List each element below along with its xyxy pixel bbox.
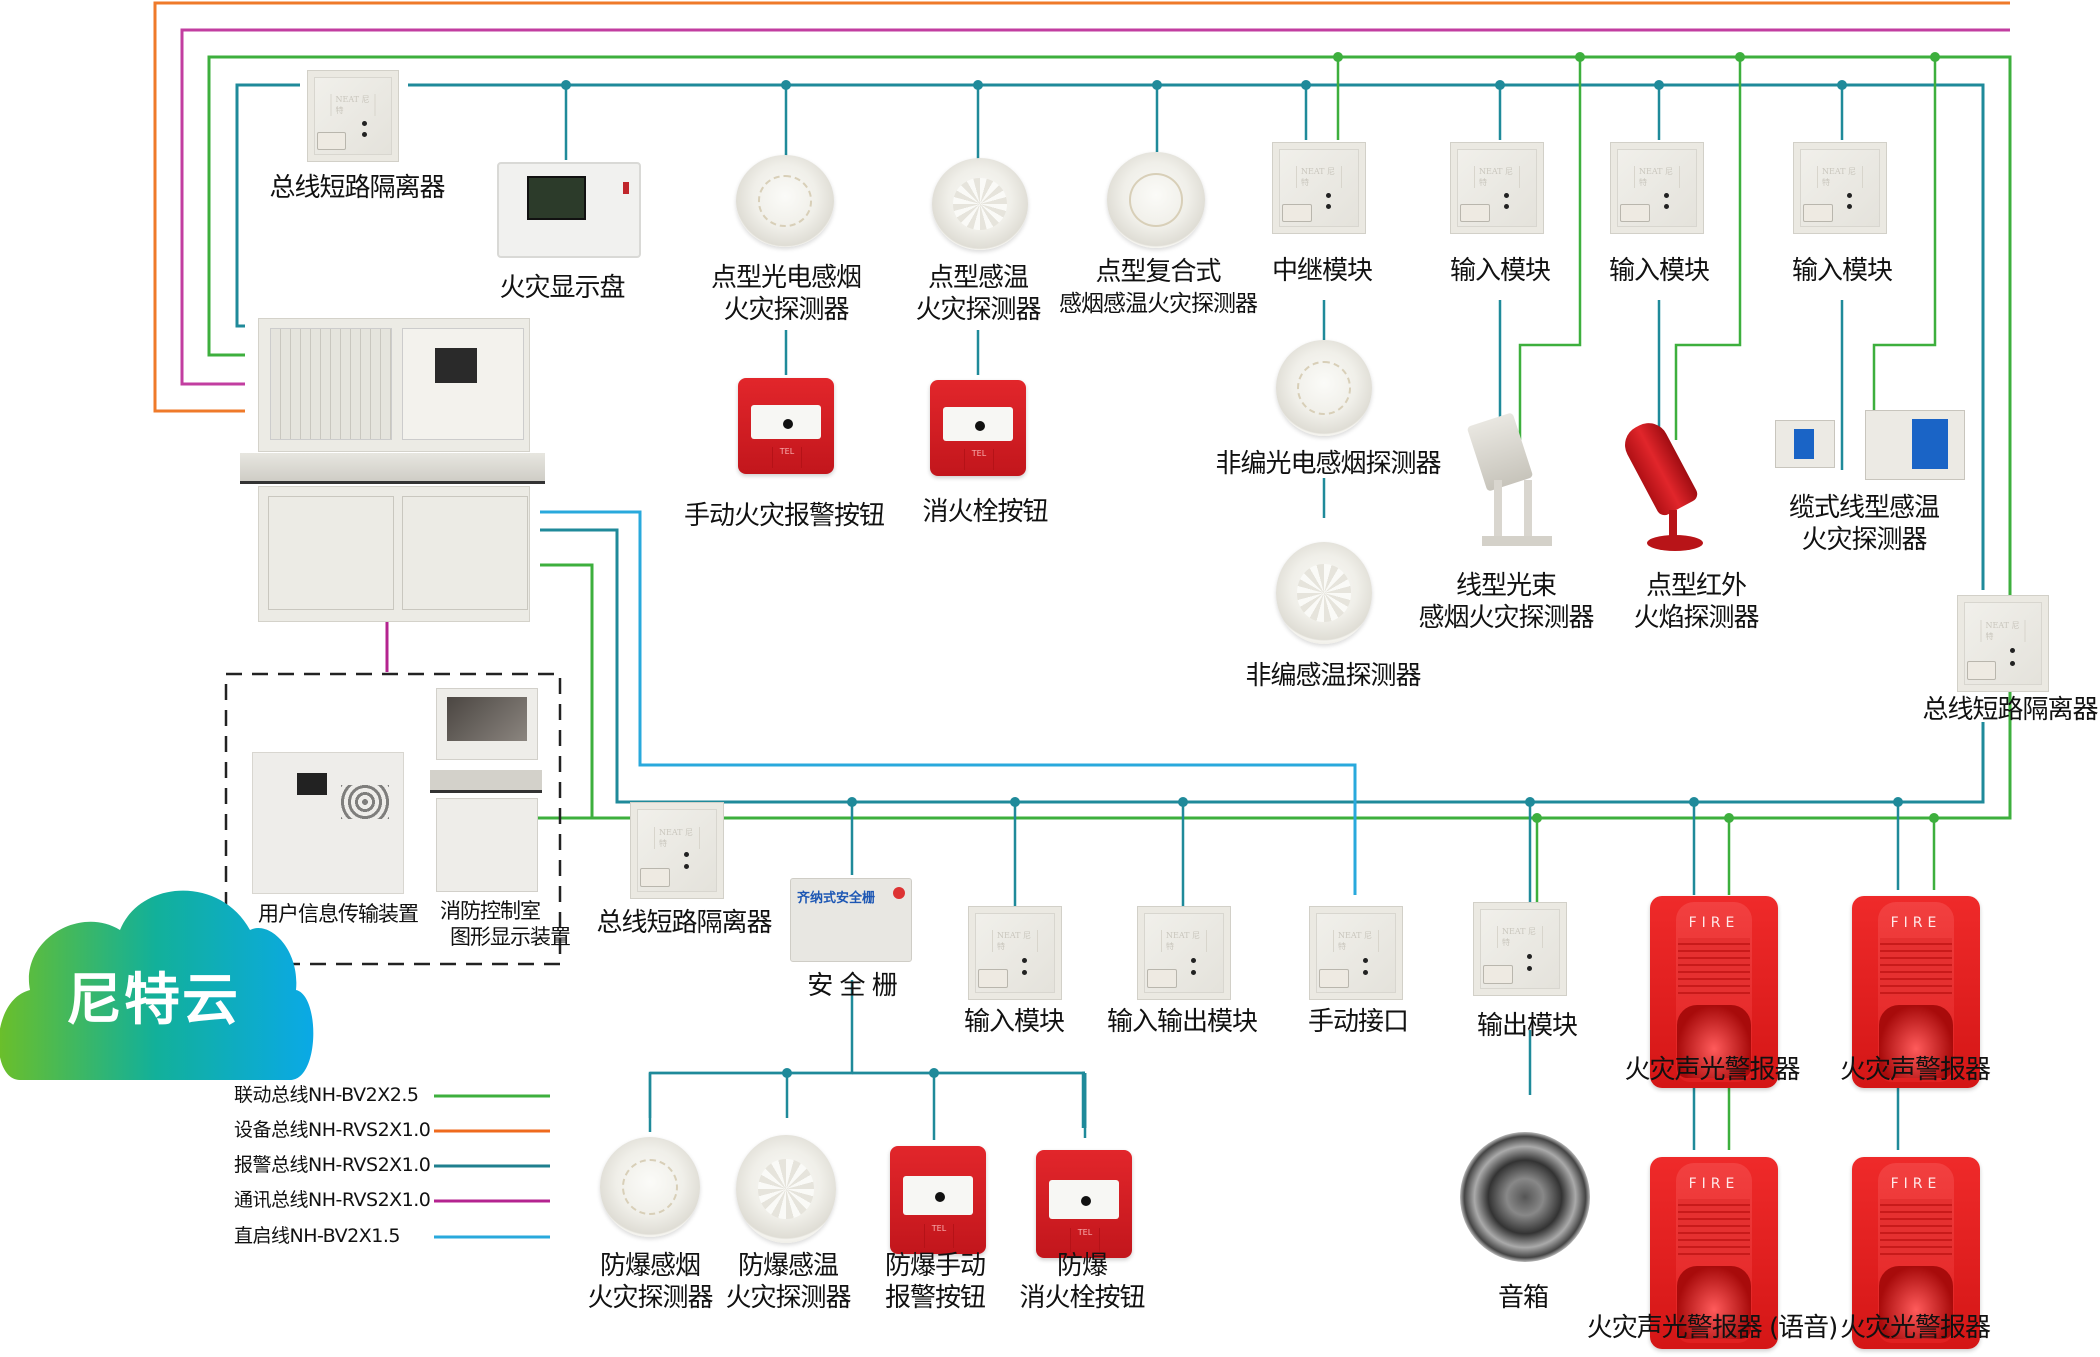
manual-interface: NEAT 尼特	[1309, 906, 1403, 1000]
isolator-right: NEAT 尼特	[1957, 595, 2049, 692]
cable-heat-detector	[1775, 410, 1965, 482]
light-alarm: FIRE	[1852, 1157, 1980, 1349]
input-module-1-label: 输入模块	[1449, 256, 1551, 286]
input-module-2: NEAT 尼特	[1610, 142, 1704, 234]
isolator-right-label: 总线短路隔离器	[1922, 695, 2098, 725]
composite-detector	[1107, 152, 1205, 248]
input-module-4: NEAT 尼特	[968, 906, 1062, 1000]
input-module-1: NEAT 尼特	[1450, 142, 1544, 234]
legend-alarm-bus: 报警总线NH-RVS2X1.0	[234, 1154, 431, 1176]
manual-alarm-button-label: 手动火灾报警按钮	[683, 501, 885, 531]
cloud-shape	[0, 890, 314, 1080]
monitoring-center-box	[224, 672, 562, 966]
input-module-3-label: 输入模块	[1791, 256, 1893, 286]
output-module-label: 输出模块	[1476, 1011, 1578, 1041]
beam-detector	[1466, 412, 1562, 554]
hydrant-button: TEL	[930, 380, 1026, 476]
legend-direct-line: 直启线NH-BV2X1.5	[234, 1225, 400, 1247]
heat-detector-label: 点型感温火灾探测器	[915, 263, 1041, 325]
input-module-2-label: 输入模块	[1608, 256, 1710, 286]
legend-linkage-bus: 联动总线NH-BV2X2.5	[234, 1084, 419, 1106]
noncoded-heat-detector	[1276, 542, 1372, 644]
flame-detector-label: 点型红外火焰探测器	[1633, 571, 1759, 633]
user-info-device-label: 用户信息传输装置	[258, 902, 419, 926]
exproof-manual-label: 防爆手动报警按钮	[884, 1251, 986, 1313]
fire-display-label: 火灾显示盘	[499, 273, 625, 303]
direct-line	[540, 510, 1357, 895]
isolator-bottom: NEAT 尼特	[630, 802, 724, 899]
smoke-detector	[736, 155, 834, 247]
flame-detector	[1617, 415, 1717, 555]
sound-light-alarm-label: 火灾声光警报器	[1624, 1055, 1800, 1085]
isolator-top: NEAT 尼特	[307, 70, 399, 162]
exproof-manual-button: TEL	[890, 1146, 986, 1254]
noncoded-smoke-label: 非编光电感烟探测器	[1215, 449, 1441, 479]
relay-module: NEAT 尼特	[1272, 142, 1366, 234]
noncoded-smoke-detector	[1276, 340, 1372, 436]
output-module: NEAT 尼特	[1473, 902, 1567, 996]
heat-detector	[932, 158, 1028, 250]
cloud-label: 尼特云	[66, 968, 240, 1033]
cable-heat-detector-label: 缆式线型感温火灾探测器	[1788, 493, 1940, 555]
exproof-hydrant-label: 防爆消火栓按钮	[1019, 1251, 1145, 1313]
junction-dots	[561, 80, 1903, 1078]
sound-light-alarm-voice-label: 火灾声光警报器 (语音)	[1586, 1313, 1839, 1343]
alarm-bus-top	[235, 83, 300, 328]
sound-alarm: FIRE	[1852, 896, 1980, 1088]
linkage-bus-top	[207, 55, 2012, 820]
speaker	[1460, 1132, 1590, 1262]
io-module-label: 输入输出模块	[1106, 1007, 1258, 1037]
user-info-transmission-device	[252, 752, 404, 894]
relay-module-label: 中继模块	[1271, 256, 1373, 286]
light-alarm-label: 火灾光警报器	[1839, 1313, 1991, 1343]
exproof-smoke-label: 防爆感烟火灾探测器	[587, 1251, 713, 1313]
sound-alarm-label: 火灾声警报器	[1839, 1055, 1991, 1085]
sound-light-alarm-voice: FIRE	[1650, 1157, 1778, 1349]
sound-light-alarm: FIRE	[1650, 896, 1778, 1088]
io-module: NEAT 尼特	[1137, 906, 1231, 1000]
legend-equipment-bus: 设备总线NH-RVS2X1.0	[234, 1119, 431, 1141]
legend-comm-bus: 通讯总线NH-RVS2X1.0	[234, 1189, 431, 1211]
speaker-label: 音箱	[1497, 1283, 1549, 1313]
manual-alarm-button: TEL	[738, 378, 834, 474]
equipment-bus	[153, 1, 2010, 413]
input-module-3: NEAT 尼特	[1793, 142, 1887, 234]
exproof-hydrant-button: TEL	[1036, 1150, 1132, 1258]
input-module-4-label: 输入模块	[963, 1007, 1065, 1037]
manual-interface-label: 手动接口	[1307, 1007, 1409, 1037]
isolator-top-label: 总线短路隔离器	[269, 173, 445, 203]
exproof-heat-detector	[736, 1135, 836, 1243]
exproof-heat-label: 防爆感温火灾探测器	[725, 1251, 851, 1313]
composite-detector-label: 点型复合式感烟感温火灾探测器	[1059, 257, 1258, 317]
comm-bus	[180, 28, 2010, 386]
graphic-display-label: 消防控制室图形显示装置	[440, 899, 571, 949]
exproof-smoke-detector	[600, 1137, 700, 1237]
smoke-detector-label: 点型光电感烟火灾探测器	[710, 263, 862, 325]
noncoded-heat-label: 非编感温探测器	[1245, 661, 1421, 691]
fire-alarm-controller	[240, 318, 545, 622]
isolator-bottom-label: 总线短路隔离器	[596, 908, 772, 938]
fire-display-panel	[497, 162, 641, 258]
graphic-display-device	[430, 688, 542, 892]
beam-detector-label: 线型光束感烟火灾探测器	[1418, 571, 1594, 633]
safety-barrier-label: 安 全 栅	[807, 971, 898, 1001]
safety-barrier: 齐纳式安全栅	[790, 878, 912, 962]
hydrant-button-label: 消火栓按钮	[922, 497, 1048, 527]
